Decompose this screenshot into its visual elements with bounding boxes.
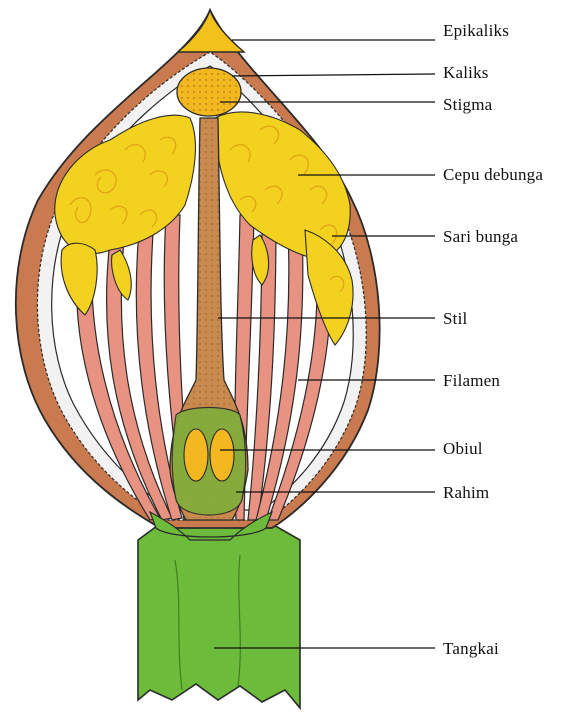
label-rahim: Rahim	[443, 484, 489, 501]
label-cepu-debunga: Cepu debunga	[443, 166, 543, 183]
label-tangkai: Tangkai	[443, 640, 499, 657]
label-sari-bunga: Sari bunga	[443, 228, 518, 245]
label-kaliks: Kaliks	[443, 64, 489, 81]
label-obiul: Obiul	[443, 440, 483, 457]
ovary	[172, 408, 245, 516]
stalk-shape	[138, 520, 300, 708]
epicalyx-tip	[178, 10, 244, 52]
label-filamen: Filamen	[443, 372, 500, 389]
label-epikaliks: Epikaliks	[443, 22, 509, 39]
stigma-texture	[177, 68, 241, 116]
label-stil: Stil	[443, 310, 467, 327]
label-stigma: Stigma	[443, 96, 492, 113]
